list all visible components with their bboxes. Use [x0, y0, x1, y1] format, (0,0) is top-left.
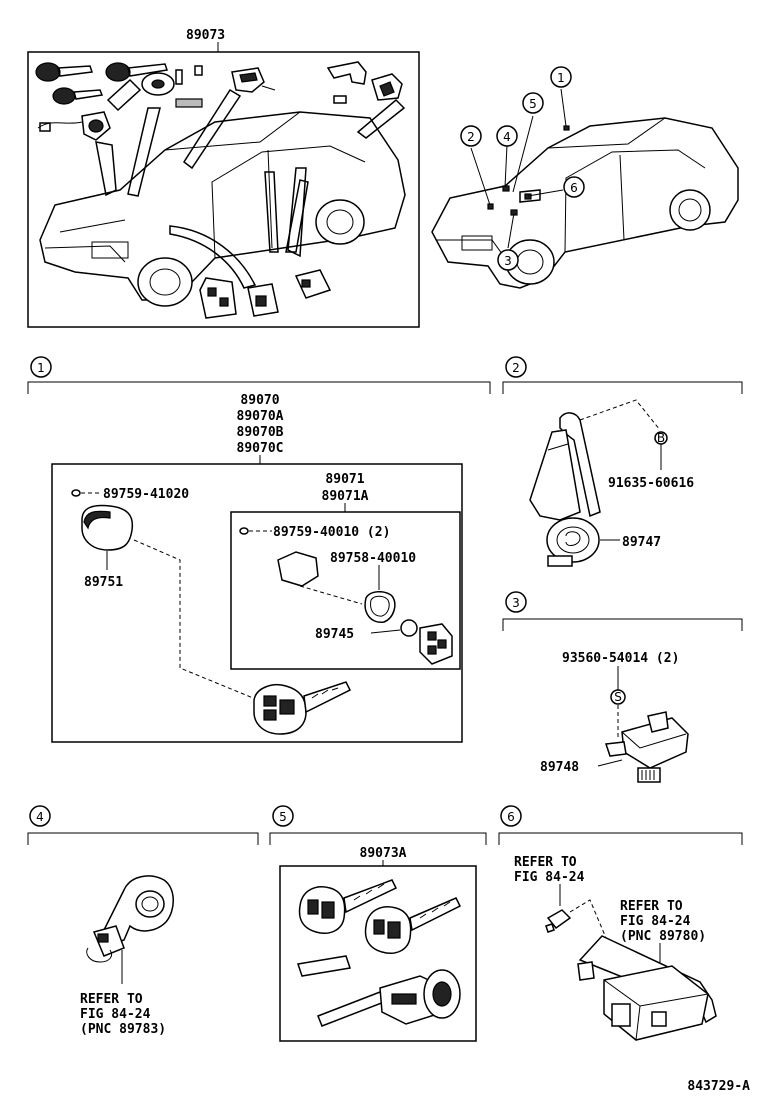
svg-text:89070B: 89070B [237, 425, 284, 440]
svg-text:5: 5 [279, 810, 287, 824]
svg-text:89070C: 89070C [237, 441, 284, 456]
control-unit-89748: 89748 [540, 711, 689, 783]
screw-marker-s: 93560-54014 (2) S [562, 651, 679, 740]
sub-assembly-numbers: 89071 89071A [322, 472, 369, 512]
svg-text:2: 2 [512, 361, 520, 375]
sensor-89747: 89747 [529, 399, 661, 567]
svg-text:1: 1 [557, 71, 565, 85]
svg-text:89759-40010 (2): 89759-40010 (2) [273, 525, 390, 540]
refer-text-section4: REFER TO FIG 84-24 (PNC 89783) [80, 992, 166, 1037]
button-pad [419, 623, 453, 665]
svg-text:5: 5 [529, 97, 537, 111]
key-cover-89751: 89751 [81, 504, 134, 590]
key-set-frame [279, 865, 477, 1042]
circuit-board [277, 551, 319, 587]
svg-text:89747: 89747 [622, 535, 661, 550]
svg-text:4: 4 [36, 810, 44, 824]
svg-text:REFER TO: REFER TO [620, 899, 683, 914]
key-set-items [297, 879, 462, 1027]
refer-text-section6-b: REFER TO FIG 84-24 (PNC 89780) [620, 899, 706, 966]
svg-text:89758-40010: 89758-40010 [330, 551, 416, 566]
callout-leaders [470, 88, 567, 249]
section-2-header: 2 [502, 356, 743, 394]
screw-inner: 89759-40010 (2) [239, 525, 390, 540]
svg-text:FIG 84-24: FIG 84-24 [80, 1007, 151, 1022]
svg-text:2: 2 [467, 130, 475, 144]
figure-code: 843729-A [687, 1079, 750, 1094]
svg-text:89751: 89751 [84, 575, 123, 590]
svg-text:89071: 89071 [325, 472, 364, 487]
svg-text:(PNC 89783): (PNC 89783) [80, 1022, 166, 1037]
svg-text:89071A: 89071A [322, 489, 369, 504]
sub-assembly-frame [230, 511, 461, 670]
assembly-part-numbers: 89070 89070A 89070B 89070C [237, 393, 284, 464]
svg-text:3: 3 [504, 254, 512, 268]
car-callout-2: 2 [460, 125, 482, 147]
section-3-header: 3 [502, 591, 743, 631]
screw-outer: 89759-41020 [71, 487, 189, 502]
car-callout-6: 6 [563, 176, 585, 198]
bolt-marker-b: B 91635-60616 [608, 431, 694, 491]
module-with-bracket [545, 899, 717, 1041]
gasket: 89758-40010 [330, 551, 416, 623]
assembly-frame [51, 463, 463, 743]
key-set-part-number: 89073A [360, 846, 407, 861]
car-callout-3: 3 [497, 249, 519, 271]
key-fob [253, 681, 352, 735]
svg-text:REFER TO: REFER TO [514, 855, 577, 870]
kit-items [35, 61, 403, 319]
svg-text:6: 6 [507, 810, 515, 824]
svg-text:4: 4 [503, 130, 511, 144]
svg-text:B: B [657, 431, 665, 445]
kit-part-number: 89073 [186, 28, 225, 43]
svg-text:89070: 89070 [240, 393, 279, 408]
battery: 89745 [315, 619, 418, 642]
section-4-header: 4 [27, 805, 259, 845]
svg-text:REFER TO: REFER TO [80, 992, 143, 1007]
immobilizer-coil [86, 875, 174, 984]
svg-text:93560-54014 (2): 93560-54014 (2) [562, 651, 679, 666]
svg-text:3: 3 [512, 596, 520, 610]
section-6-header: 6 [498, 805, 743, 845]
svg-text:89070A: 89070A [237, 409, 284, 424]
svg-text:(PNC 89780): (PNC 89780) [620, 929, 706, 944]
car-illustration-right [431, 117, 739, 289]
board-dash-leader [299, 585, 363, 605]
section-1-header: 1 [27, 356, 491, 394]
kit-pointer-arrows [95, 88, 406, 289]
svg-text:S: S [614, 690, 622, 704]
svg-text:FIG 84-24: FIG 84-24 [514, 870, 585, 885]
car-illustration-left [39, 111, 406, 307]
refer-text-section6-a: REFER TO FIG 84-24 [514, 855, 585, 906]
svg-text:89745: 89745 [315, 627, 354, 642]
car-callout-4: 4 [496, 125, 518, 147]
svg-text:FIG 84-24: FIG 84-24 [620, 914, 691, 929]
section-5-header: 5 [269, 805, 487, 845]
svg-text:91635-60616: 91635-60616 [608, 476, 694, 491]
car-callout-5: 5 [522, 92, 544, 114]
svg-text:1: 1 [37, 361, 45, 375]
cover-dash-leader [133, 539, 259, 701]
svg-text:89748: 89748 [540, 760, 579, 775]
svg-text:89759-41020: 89759-41020 [103, 487, 189, 502]
svg-text:6: 6 [570, 181, 578, 195]
kit-frame [27, 51, 420, 328]
car-callout-1: 1 [550, 66, 572, 88]
